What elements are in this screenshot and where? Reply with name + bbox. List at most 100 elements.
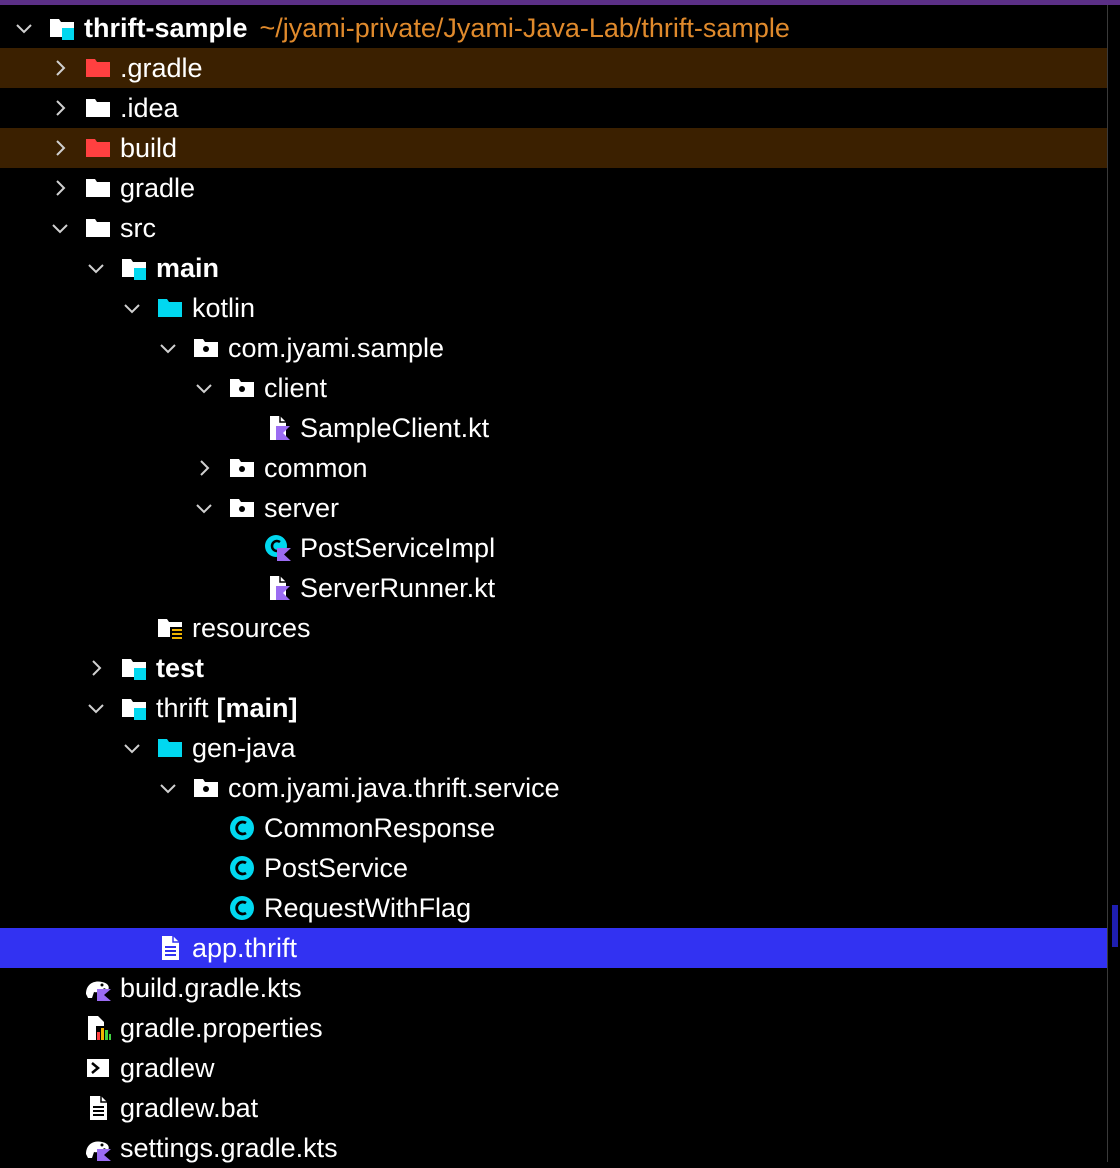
tree-row-gradle-properties[interactable]: gradle.properties (0, 1008, 1108, 1048)
tree-row-request-with-flag[interactable]: RequestWithFlag (0, 888, 1108, 928)
chevron-down-icon[interactable] (14, 18, 34, 38)
chevron-right-icon[interactable] (86, 658, 106, 678)
tree-item-label: .idea (120, 93, 179, 123)
tree-item-label: PostService (264, 853, 409, 883)
package-icon (228, 454, 256, 482)
tree-row-build-dir[interactable]: build (0, 128, 1108, 168)
tree-item-label: app.thrift (192, 933, 298, 963)
tree-row-gradle-dir[interactable]: .gradle (0, 48, 1108, 88)
tree-row-resources[interactable]: resources (0, 608, 1108, 648)
tree-row-gradlew[interactable]: gradlew (0, 1048, 1108, 1088)
chevron-right-icon[interactable] (50, 178, 70, 198)
tree-item-label: thrift (156, 693, 209, 723)
tree-row-src[interactable]: src (0, 208, 1108, 248)
tree-row-gradle-folder[interactable]: gradle (0, 168, 1108, 208)
tree-item-label: server (264, 493, 340, 523)
folder-icon (84, 174, 112, 202)
tree-row-main[interactable]: main (0, 248, 1108, 288)
kotlin-file-icon (264, 414, 292, 442)
resources-folder-icon (156, 614, 184, 642)
chevron-right-icon[interactable] (50, 58, 70, 78)
gradle-kts-icon (84, 1134, 112, 1162)
chevron-down-icon[interactable] (122, 738, 142, 758)
folder-icon (84, 94, 112, 122)
chevron-right-icon[interactable] (50, 98, 70, 118)
tree-row-post-service-impl[interactable]: PostServiceImpl (0, 528, 1108, 568)
tree-item-label: CommonResponse (264, 813, 496, 843)
chevron-down-icon[interactable] (158, 338, 178, 358)
module-folder-icon (120, 654, 148, 682)
project-tree[interactable]: thrift-sample ~/jyami-private/Jyami-Java… (0, 8, 1108, 1168)
tree-item-label: test (156, 653, 205, 683)
java-class-icon (228, 894, 256, 922)
tree-row-settings-gradle-kts[interactable]: settings.gradle.kts (0, 1128, 1108, 1168)
java-class-icon (228, 814, 256, 842)
chevron-down-icon[interactable] (194, 498, 214, 518)
tree-item-label: gradlew (120, 1053, 215, 1083)
tree-item-label: ServerRunner.kt (300, 573, 496, 603)
tree-row-client[interactable]: client (0, 368, 1108, 408)
chevron-right-icon[interactable] (194, 458, 214, 478)
tree-row-gen-java[interactable]: gen-java (0, 728, 1108, 768)
module-folder-icon (48, 14, 76, 42)
tree-row-server-runner[interactable]: ServerRunner.kt (0, 568, 1108, 608)
tree-row-server[interactable]: server (0, 488, 1108, 528)
kotlin-class-icon (264, 534, 292, 562)
tree-row-post-service[interactable]: PostService (0, 848, 1108, 888)
properties-file-icon (84, 1014, 112, 1042)
tree-item-label: RequestWithFlag (264, 893, 472, 923)
tree-item-label: build (120, 133, 178, 163)
tree-item-label: main (156, 253, 220, 283)
chevron-down-icon[interactable] (86, 698, 106, 718)
tree-item-label: com.jyami.sample (228, 333, 445, 363)
chevron-down-icon[interactable] (158, 778, 178, 798)
tree-row-idea-dir[interactable]: .idea (0, 88, 1108, 128)
source-root-icon (156, 734, 184, 762)
tree-row-kotlin[interactable]: kotlin (0, 288, 1108, 328)
source-set-suffix: [main] (216, 692, 298, 723)
tree-item-label: com.jyami.java.thrift.service (228, 773, 560, 803)
kotlin-file-icon (264, 574, 292, 602)
tree-row-build-gradle-kts[interactable]: build.gradle.kts (0, 968, 1108, 1008)
tree-item-label: gradlew.bat (120, 1093, 259, 1123)
excluded-folder-icon (84, 54, 112, 82)
shell-script-icon (84, 1054, 112, 1082)
tree-item-label: PostServiceImpl (300, 533, 496, 563)
chevron-down-icon[interactable] (122, 298, 142, 318)
tree-item-label: build.gradle.kts (120, 973, 302, 1003)
text-file-icon (84, 1094, 112, 1122)
module-folder-icon (120, 254, 148, 282)
source-root-icon (156, 294, 184, 322)
tree-item-label: settings.gradle.kts (120, 1133, 338, 1163)
tree-row-common[interactable]: common (0, 448, 1108, 488)
tree-item-label: gen-java (192, 733, 296, 763)
tree-row-sample-client[interactable]: SampleClient.kt (0, 408, 1108, 448)
tree-row-pkg-thrift[interactable]: com.jyami.java.thrift.service (0, 768, 1108, 808)
tree-item-label: gradle.properties (120, 1013, 323, 1043)
package-icon (228, 494, 256, 522)
chevron-down-icon[interactable] (194, 378, 214, 398)
text-file-icon (156, 934, 184, 962)
chevron-down-icon[interactable] (50, 218, 70, 238)
project-path: ~/jyami-private/Jyami-Java-Lab/thrift-sa… (259, 12, 790, 43)
tree-item-label: .gradle (120, 53, 203, 83)
window-top-border (0, 0, 1120, 5)
project-name: thrift-sample (84, 13, 248, 43)
chevron-right-icon[interactable] (50, 138, 70, 158)
tree-row-thrift[interactable]: thrift [main] (0, 688, 1108, 728)
tree-item-label: kotlin (192, 293, 256, 323)
tree-row-common-response[interactable]: CommonResponse (0, 808, 1108, 848)
excluded-folder-icon (84, 134, 112, 162)
folder-icon (84, 214, 112, 242)
package-icon (228, 374, 256, 402)
vertical-scrollbar[interactable] (1107, 5, 1120, 1162)
tree-item-label: common (264, 453, 368, 483)
tree-item-label: client (264, 373, 328, 403)
tree-row-app-thrift[interactable]: app.thrift (0, 928, 1108, 968)
chevron-down-icon[interactable] (86, 258, 106, 278)
tree-item-label: src (120, 213, 156, 243)
tree-row-root[interactable]: thrift-sample ~/jyami-private/Jyami-Java… (0, 8, 1108, 48)
tree-row-gradlew-bat[interactable]: gradlew.bat (0, 1088, 1108, 1128)
tree-row-pkg-sample[interactable]: com.jyami.sample (0, 328, 1108, 368)
tree-row-test[interactable]: test (0, 648, 1108, 688)
